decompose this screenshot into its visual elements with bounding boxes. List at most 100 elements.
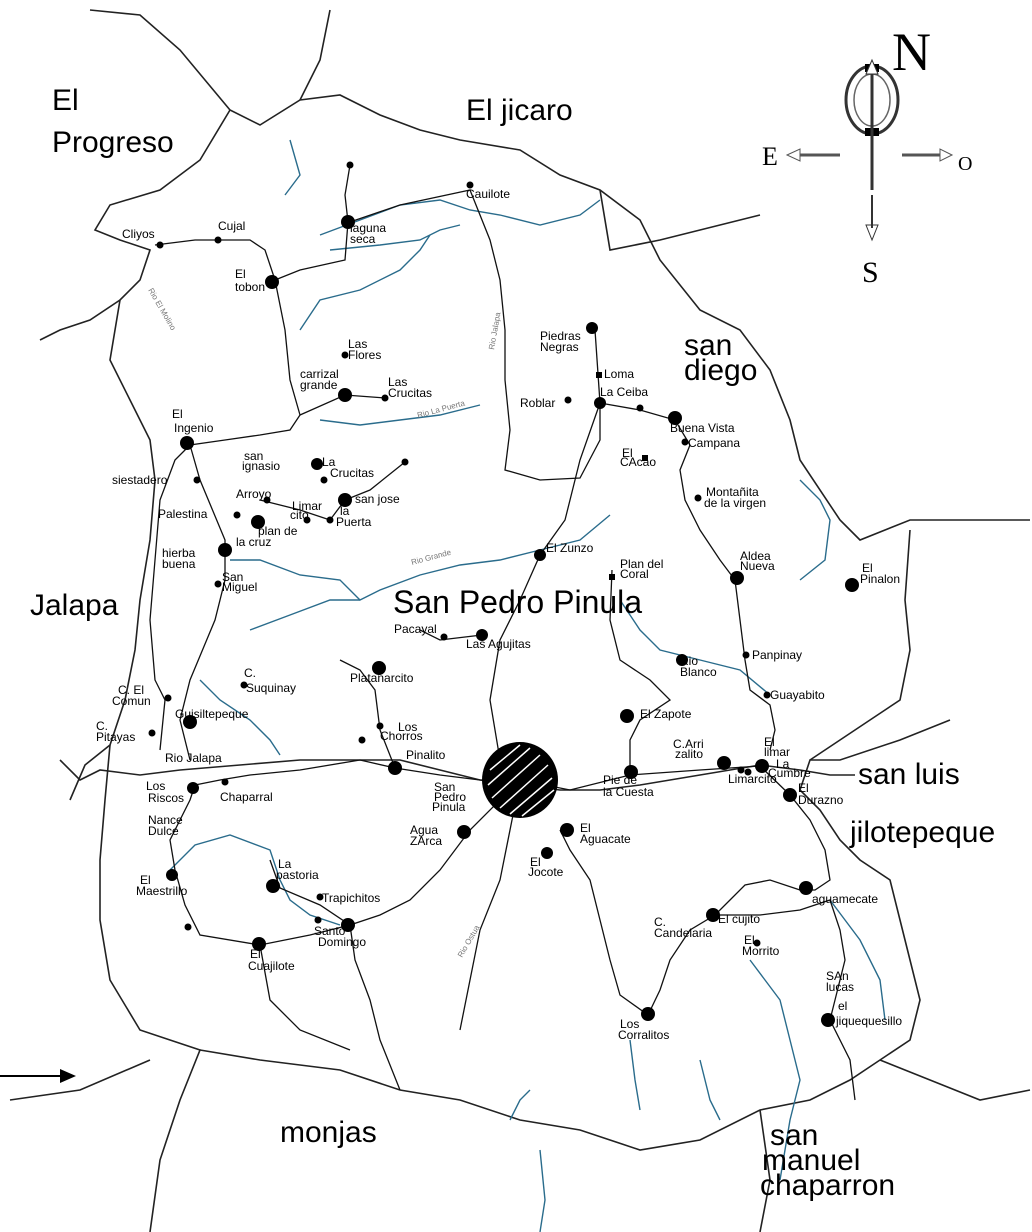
compass-east-label: E (762, 142, 778, 171)
region-jalapa: Jalapa (30, 589, 119, 622)
place-sp-pinula-2: Pedro (434, 790, 466, 804)
region-labels: El Progreso El jicaro san diego Jalapa S… (30, 84, 995, 1202)
place-san-miguel-1: San (222, 570, 243, 584)
village-markers (148, 161, 859, 1027)
rivers (169, 139, 886, 1232)
place-las-flores-1: Las (348, 337, 367, 351)
place-candelaria-1: C. (654, 915, 666, 929)
place-montanita-2: de la virgen (704, 496, 766, 510)
place-buena-vista: Buena Vista (670, 421, 735, 435)
place-limarcito-b: Limarcito (728, 772, 777, 786)
place-sp-pinula-1: San (434, 780, 455, 794)
place-el-zunzo: El Zunzo (546, 541, 594, 555)
region-san-pedro-pinula: San Pedro Pinula (393, 584, 642, 620)
place-la-ceiba: La Ceiba (600, 385, 648, 399)
place-el-maestrillo-2: Maestrillo (136, 884, 188, 898)
place-el-morrito-1: El (744, 933, 755, 947)
place-el-limar-1: El (764, 735, 775, 749)
place-agua-zarca-1: Agua (410, 823, 438, 837)
place-el-cacao-2: CAcao (620, 455, 656, 469)
place-pacayal: Pacayal (394, 622, 437, 636)
place-pie-cuesta-1: Pie de (603, 773, 637, 787)
place-platanarcito: Platanarcito (350, 671, 414, 685)
region-monjas: monjas (280, 1116, 377, 1149)
region-el-progreso-line1: El (52, 84, 79, 117)
place-las-crucitas-2: Crucitas (388, 386, 432, 400)
place-los-riscos-2: Riscos (148, 791, 184, 805)
place-roblar: Roblar (520, 396, 555, 410)
borders (9, 9, 1031, 1232)
place-la-cumbre-2: Cumbre (768, 766, 811, 780)
place-el-limar-2: limar (764, 745, 790, 759)
place-el-ingenio-2: Ingenio (174, 421, 214, 435)
place-el-aguacate-2: Aguacate (580, 832, 631, 846)
place-el-morrito-2: Morrito (742, 944, 780, 958)
place-siestadero: siestadero (112, 473, 168, 487)
place-nance-2: Dulce (148, 824, 179, 838)
town-center-san-pedro-pinula (482, 742, 558, 818)
place-los-chorros-1: Los (398, 720, 417, 734)
place-c-pitayas-1: C. (96, 719, 108, 733)
place-la-cumbre-1: La (776, 757, 790, 771)
place-panpinay: Panpinay (752, 648, 802, 662)
place-el-cacao-1: El (622, 446, 633, 460)
place-san-miguel-2: Miguel (222, 580, 257, 594)
place-plan-coral-1: Plan del (620, 557, 663, 571)
place-carrizal-1: carrizal (300, 367, 339, 381)
place-aldea-nueva-1: Aldea (740, 549, 771, 563)
place-cauilote: Cauilote (466, 187, 510, 201)
place-santo-domingo-2: Domingo (318, 935, 366, 949)
region-san-manuel-line3: chaparron (760, 1169, 895, 1202)
place-seca: seca (350, 232, 376, 246)
place-plan-cruz-1: plan de (258, 524, 298, 538)
place-c-arrizalito-2: zalito (675, 747, 703, 761)
place-san-ignasio-1: san (244, 449, 263, 463)
place-aguamecate: aguamecate (812, 892, 878, 906)
region-san-manuel-line1: san (770, 1119, 818, 1152)
region-jilotepeque: jilotepeque (849, 816, 995, 849)
place-c-suquinay-2: Suquinay (246, 681, 296, 695)
place-chaparral: Chaparral (220, 790, 273, 804)
place-jiquequesillo-1: el (838, 999, 847, 1013)
place-el-durazno-2: Durazno (798, 793, 844, 807)
river-label-el-molino: Rio El Molino (146, 287, 178, 333)
place-la-pastoria-2: pastoria (276, 868, 319, 882)
place-c-arrizalito-1: C.Arri (673, 737, 704, 751)
river-label-grande: Rio Grande (410, 548, 452, 567)
place-las-crucitas-1: Las (388, 375, 407, 389)
place-candelaria-2: Candelaria (654, 926, 712, 940)
place-plan-coral-2: Coral (620, 567, 649, 581)
place-limarcito-1: Limar (292, 499, 322, 513)
place-jiquequesillo-2: jiquequesillo (835, 1014, 902, 1028)
place-montanita-1: Montañita (706, 485, 759, 499)
place-piedras-1: Piedras (540, 329, 581, 343)
place-sp-pinula-3: Pinula (432, 800, 466, 814)
place-cujal: Cujal (218, 219, 245, 233)
place-las-agujitas: Las Agujitas (466, 637, 531, 651)
place-las-flores-2: Flores (348, 348, 381, 362)
place-el-aguacate-1: El (580, 821, 591, 835)
place-c-el-comun-2: Comun (112, 694, 151, 708)
place-rio-blanco-2: Blanco (680, 665, 717, 679)
region-el-jicaro: El jicaro (466, 94, 573, 127)
place-trapichitos: Trapichitos (322, 891, 380, 905)
place-guisiltepeque: Guisiltepeque (175, 707, 249, 721)
place-pie-cuesta-2: la Cuesta (603, 785, 654, 799)
place-piedras-2: Negras (540, 340, 579, 354)
place-cuyos: Cliyos (122, 227, 155, 241)
region-san-manuel-line2: manuel (762, 1144, 860, 1177)
place-c-el-comun-1: C. El (118, 683, 144, 697)
place-el-tobon-1: El (235, 267, 246, 281)
place-loma: Loma (604, 367, 634, 381)
place-crucitas-1: La (322, 455, 336, 469)
place-san-lucas-1: SAn (826, 969, 849, 983)
place-los-riscos-1: Los (146, 779, 165, 793)
river-label-la-puerta: Rio La Puerta (416, 398, 466, 419)
place-los-corralitos-1: Los (620, 1017, 639, 1031)
compass-rose: N S E O (762, 22, 972, 289)
place-carrizal-2: grande (300, 378, 338, 392)
place-el-cuajilote-1: El (250, 947, 261, 961)
place-la-puerta-2: Puerta (336, 515, 372, 529)
river-label-jalapa: Rio Jalapa (165, 751, 222, 765)
place-hierba-2: buena (162, 557, 196, 571)
